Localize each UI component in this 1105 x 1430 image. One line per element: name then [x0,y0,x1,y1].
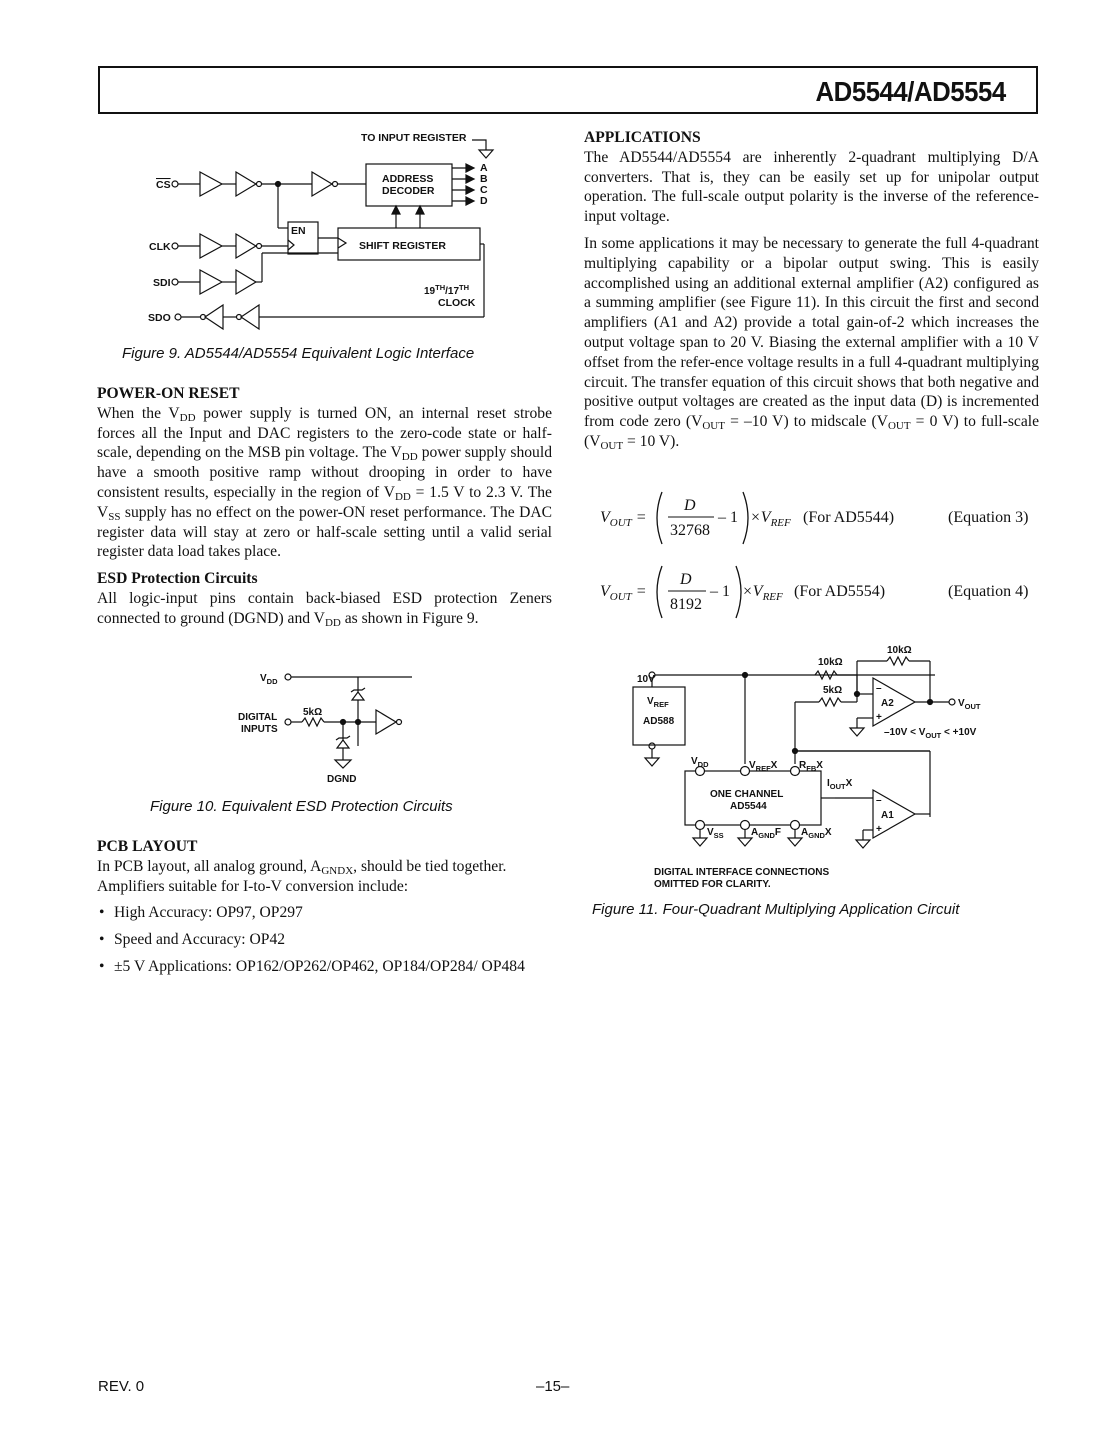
fig11-ad5544-label: AD5544 [730,801,767,812]
fig9-cs-label: CS [156,179,171,191]
eq4-lhs: VOUT = [600,583,647,603]
fig11-10v-label: 10V [637,674,655,685]
fig11-a2-plus: + [876,712,882,723]
fig9-to-input-register-label: TO INPUT REGISTER [361,132,467,144]
fig11-10k-a-label: 10kΩ [818,657,843,668]
fig11-10k-b-label: 10kΩ [887,645,912,656]
right-column: APPLICATIONS The AD5544/AD5554 are inher… [584,128,1039,459]
header-title: AD5544/AD5554 [815,76,1007,107]
fig9-decoder-label: DECODER [382,185,435,197]
fig10-resistor-label: 5kΩ [303,707,322,718]
applications-paragraph-1: The AD5544/AD5554 are inherently 2-quadr… [584,148,1039,226]
fig10-vdd-label: VDD [260,673,278,686]
eq4-vref: ×VREF [742,583,783,603]
fig9-shift-register-label: SHIFT REGISTER [359,240,446,252]
fig9-sdi-label: SDI [153,277,171,289]
amplifier-list: •High Accuracy: OP97, OP297 •Speed and A… [97,903,552,976]
fig11-a1-label: A1 [881,810,894,821]
fig11-vdd-label: VDD [691,756,709,769]
fig11-a2-label: A2 [881,698,894,709]
eq4-note: (For AD5554) [794,583,885,600]
eq4-minus-one: – 1 [709,583,730,600]
fig10-inputs-label: INPUTS [241,724,278,735]
fig10-digital-label: DIGITAL [238,712,277,723]
left-column-upper: POWER-ON RESET When the VDD power supply… [97,384,552,636]
fig9-output-b: B [480,173,488,185]
left-column-lower: PCB LAYOUT In PCB layout, all analog gro… [97,837,552,984]
figure-11-four-quadrant-circuit: 10V VREF AD588 10kΩ 10kΩ 5kΩ – + A2 VOUT… [632,645,981,890]
fig11-vrefx-label: VREFX [749,760,778,773]
page-header: AD5544/AD5554 [98,66,1038,114]
applications-heading: APPLICATIONS [584,129,701,146]
eq4-numerator: D [679,571,692,588]
pcb-layout-heading: PCB LAYOUT [97,838,198,855]
fig11-a1-minus: – [876,795,882,806]
fig11-note-line1: DIGITAL INTERFACE CONNECTIONS [654,867,830,878]
eq3-label: (Equation 3) [948,509,1028,526]
fig9-output-d: D [480,195,488,207]
eq3-minus-one: – 1 [717,509,738,526]
esd-paragraph: All logic-input pins contain back-biased… [97,589,552,629]
fig11-one-channel-label: ONE CHANNEL [710,789,783,800]
fig11-range-label: –10V < VOUT < +10V [884,727,977,740]
fig11-ad588-label: AD588 [643,716,675,727]
fig9-output-c: C [480,184,488,196]
fig9-en-label: EN [291,225,306,237]
fig9-clk-label: CLK [149,241,171,253]
fig11-5k-label: 5kΩ [823,685,842,696]
list-item: •High Accuracy: OP97, OP297 [99,904,303,922]
fig9-sdo-label: SDO [148,312,171,324]
figure-10-esd-circuit: VDD DIGITAL INPUTS 5kΩ DGND [238,673,412,785]
eq4-label: (Equation 4) [948,583,1028,600]
fig11-vss-label: VSS [707,827,724,840]
fig11-vref-label: VREF [647,696,669,709]
revision-label: REV. 0 [98,1378,145,1395]
equation-3: VOUT = D 32768 – 1 ×VREF (For AD5544) (E… [598,488,1040,548]
fig10-dgnd-label: DGND [327,774,356,785]
fig11-rfbx-label: RFBX [799,760,823,773]
eq4-denominator: 8192 [670,596,702,613]
power-on-reset-paragraph: When the VDD power supply is turned ON, … [97,404,552,561]
figure-9-caption: Figure 9. AD5544/AD5554 Equivalent Logic… [122,345,475,362]
fig11-ioutx-label: IOUTX [827,778,853,791]
eq3-numerator: D [683,497,696,514]
pcb-layout-paragraph: In PCB layout, all analog ground, AGNDX,… [97,857,507,895]
eq3-lhs: VOUT = [600,509,647,529]
fig11-a1-plus: + [876,824,882,835]
applications-paragraph-2: In some applications it may be necessary… [584,234,1040,452]
list-item: •±5 V Applications: OP162/OP262/OP462, O… [99,957,525,975]
fig9-output-a: A [480,162,488,174]
equation-4: VOUT = D 8192 – 1 ×VREF (For AD5554) (Eq… [598,562,1040,622]
page-number: –15– [536,1378,570,1395]
fig11-a2-minus: – [876,683,882,694]
eq3-note: (For AD5544) [803,509,894,526]
esd-heading: ESD Protection Circuits [97,570,258,588]
power-on-reset-heading: POWER-ON RESET [97,385,240,402]
eq3-vref: ×VREF [750,509,791,529]
fig9-address-label: ADDRESS [382,173,433,185]
fig9-clock-label: CLOCK [438,297,476,309]
eq3-denominator: 32768 [670,522,710,539]
fig11-note-line2: OMITTED FOR CLARITY. [654,879,771,890]
figure-9-logic-interface: TO INPUT REGISTER CS CLK SDI SDO ADDRESS… [148,132,495,331]
fig11-vout-label: VOUT [958,698,981,711]
list-item: •Speed and Accuracy: OP42 [99,931,286,949]
figure-11-caption: Figure 11. Four-Quadrant Multiplying App… [592,901,960,918]
fig9-clock-count: 19TH/17TH [424,283,469,297]
figure-10-caption: Figure 10. Equivalent ESD Protection Cir… [150,798,453,815]
fig11-agndx-label: AGNDX [801,827,832,840]
fig11-agndf-label: AGNDF [751,827,781,840]
